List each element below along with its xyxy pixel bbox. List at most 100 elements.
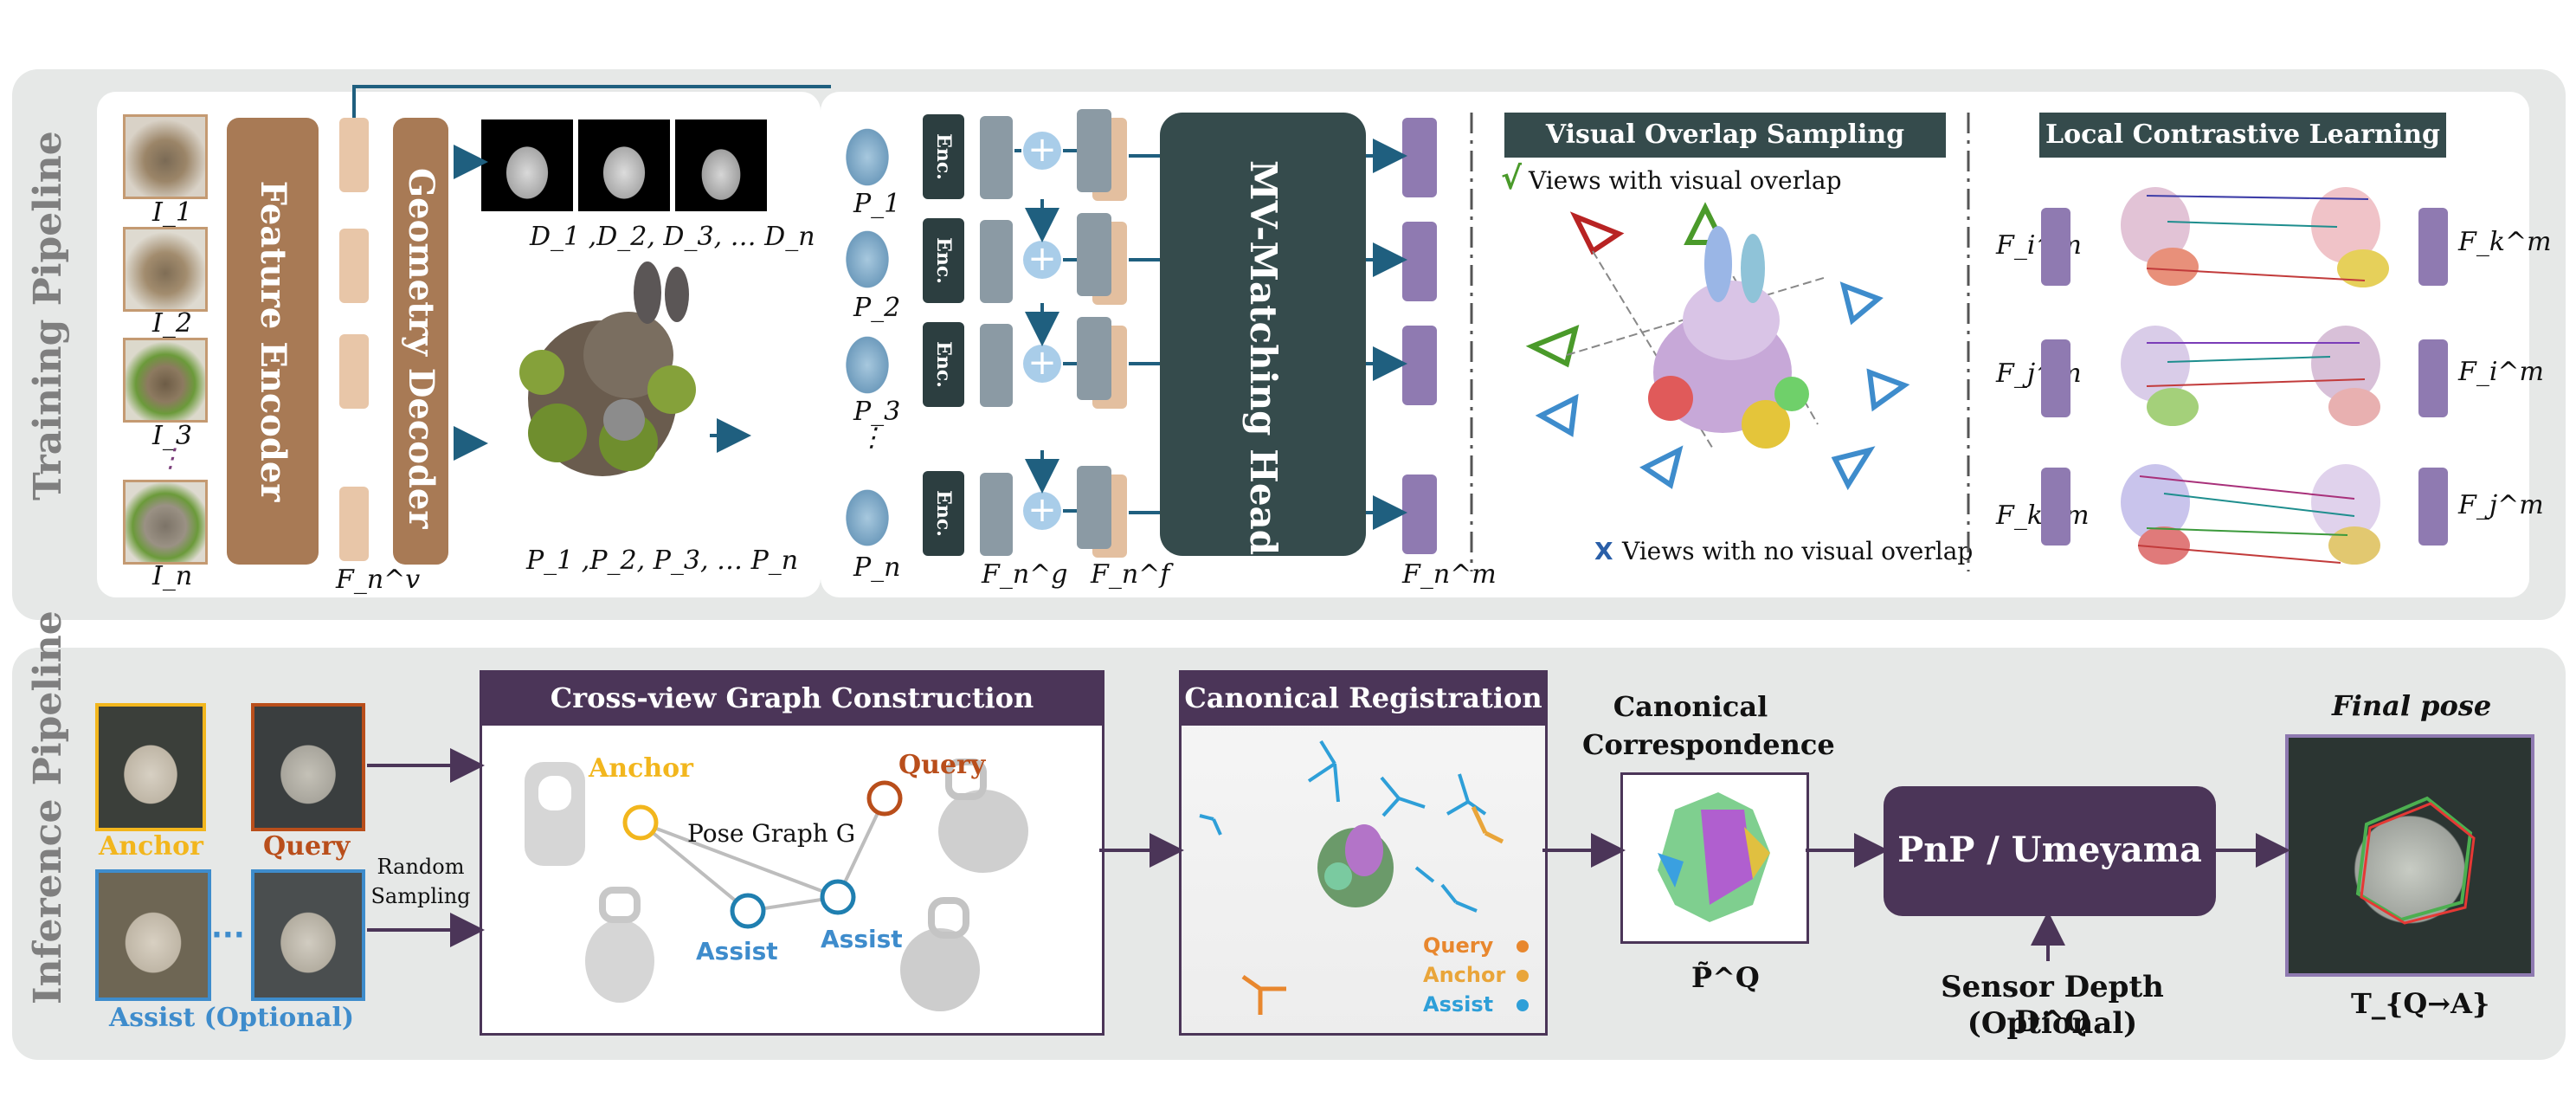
ff-token-n [1077,466,1129,559]
contrastive-matches [2121,187,2389,565]
assist-image-1 [95,869,211,1001]
contrastive-right-token-j [2418,468,2448,546]
assist-image-2 [251,869,365,1001]
contrastive-right-token-k [2418,208,2448,286]
mv-matching-head [1160,113,1366,556]
input-image-3 [123,338,208,423]
no-overlap-x-icon: X [1594,537,1613,565]
fv-token-1 [339,118,369,192]
plus-icon-1: + [1023,132,1061,170]
pnp-box [1884,786,2216,916]
canonical-scene [1199,739,1504,1015]
ff-token-2 [1077,213,1129,307]
enc-block-3: Enc. [923,322,964,407]
contrastive-title: Local Contrastive Learning [2039,113,2446,158]
contrastive-left-token-j [2041,339,2070,417]
random-sampling-label: Random Sampling [370,855,471,908]
input-label-1: I_1 [152,197,192,228]
input-label-2: I_2 [152,308,192,339]
depth-image-1 [481,119,573,211]
graph-assist-label-1: Assist [696,937,778,965]
plus-icon-n: + [1023,492,1061,530]
fv-token-2 [339,229,369,303]
enc-block-1: Enc. [923,114,964,199]
contrastive-right-label-k: F_k^m [2458,227,2552,257]
geometry-decoder-block [393,118,448,565]
ff-token-1 [1077,109,1129,203]
contrastive-right-label-j: F_j^m [2458,490,2544,520]
p-image-n [834,468,900,554]
input-image-1 [123,114,208,199]
training-left-arrows [352,85,831,461]
p-label-1: P_1 [853,189,901,219]
pnp-label: PnP / Umeyama [1897,830,2202,870]
enc-block-n: Enc. [923,471,964,556]
sensor-optional-label: (Optional) [1967,1006,2138,1041]
input-image-n [123,480,208,565]
p-label-dots: ⋮ [859,423,885,453]
assist-optional-label: Assist (Optional) [109,1003,355,1033]
ff-label: F_n^f [1091,559,1170,590]
fv-label: F_n^v [336,565,421,595]
ff-token-3 [1077,317,1129,410]
contrastive-right-label-i: F_i^m [2458,357,2544,387]
fg-label: F_n^g [982,559,1068,590]
fm-token-n [1402,475,1437,554]
pose-graph-label: Pose Graph G [687,819,856,848]
with-overlap-check-icon: √ [1501,161,1523,197]
points-label: P_1 ,P_2, P_3, … P_n [526,546,799,576]
p-label-2: P_2 [853,293,901,323]
graph-assist-label-2: Assist [821,925,903,953]
p-image-1 [834,114,900,192]
p-label-3: P_3 [853,397,901,427]
training-divider [1967,113,1970,571]
final-pose-image [2285,734,2534,977]
query-label: Query [263,831,351,862]
fv-token-n [339,487,369,561]
legend-query-label: Query [1423,933,1494,958]
visual-overlap-scene [1525,202,1910,491]
input-label-dots: ⋮ [158,443,184,474]
input-label-n: I_n [152,561,193,591]
no-overlap-label: Views with no visual overlap [1622,537,1974,565]
assist-ellipsis: ··· [211,918,245,952]
plus-icon-3: + [1023,345,1061,383]
fg-token-2 [980,220,1013,303]
anchor-image [95,703,206,831]
canonical-title: Canonical Registration [1179,670,1548,726]
depth-image-2 [578,119,670,211]
feature-encoder-block [227,118,319,565]
fv-token-3 [339,334,369,409]
p-image-3 [834,322,900,400]
legend-anchor-dot-icon [1517,970,1529,982]
final-pose-label: Final pose [2332,689,2492,722]
fm-token-1 [1402,118,1437,197]
anchor-label: Anchor [99,831,203,862]
p-tilde-label: P̃^Q [1691,961,1760,994]
legend-anchor-label: Anchor [1423,963,1506,987]
fm-label: F_n^m [1402,559,1497,590]
input-label-3: I_3 [152,421,192,451]
plus-icon-2: + [1023,241,1061,279]
contrastive-right-token-i [2418,339,2448,417]
pose-graph [525,759,1028,1011]
p-image-2 [834,216,900,294]
depth-image-n [675,119,767,211]
graph-title: Cross-view Graph Construction [480,670,1104,726]
graph-anchor-label: Anchor [589,753,693,784]
legend-assist-label: Assist [1423,992,1494,1017]
training-middle-arrows [1014,113,1473,571]
depth-label: D_1 ,D_2, D_3, … D_n [530,222,815,252]
input-image-2 [123,227,208,312]
legend-assist-dot-icon [1517,999,1529,1011]
p-label-n: P_n [853,552,901,583]
query-image [251,703,365,831]
fm-token-3 [1402,326,1437,405]
with-overlap-label: Views with visual overlap [1529,166,1842,195]
canonical-correspondence-label: Canonical Correspondence [1582,690,1835,761]
fg-token-3 [980,324,1013,407]
legend-query-dot-icon [1517,940,1529,952]
fg-token-n [980,473,1013,556]
visual-overlap-title: Visual Overlap Sampling [1504,113,1946,158]
